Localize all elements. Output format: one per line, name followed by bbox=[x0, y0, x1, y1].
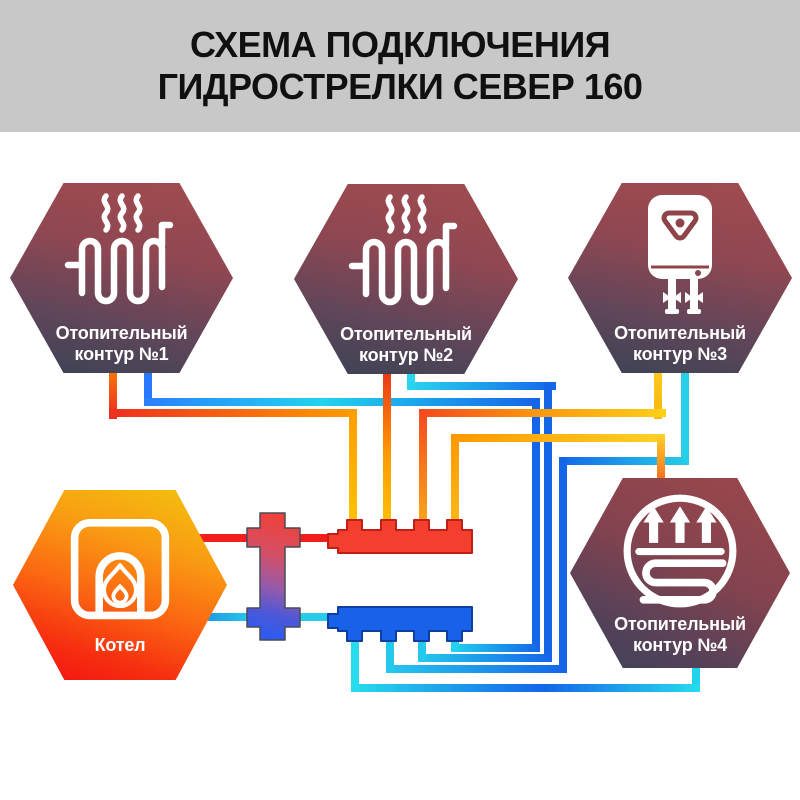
pipe-segment bbox=[351, 630, 359, 692]
pipe-segment bbox=[559, 457, 689, 465]
pipe-segment bbox=[681, 358, 689, 465]
node-label: Отопительный контур №1 bbox=[10, 323, 233, 365]
pipe-segment bbox=[109, 358, 117, 419]
node-circuit2: Отопительный контур №2 bbox=[294, 184, 518, 374]
pipe-segment bbox=[407, 358, 415, 390]
pipe-segment bbox=[654, 358, 662, 419]
node-label-line1: Отопительный bbox=[614, 614, 746, 634]
return-manifold-blue bbox=[327, 606, 473, 642]
underfloor-heating-icon bbox=[623, 494, 737, 608]
node-circuit4: Отопительный контур №4 bbox=[570, 478, 790, 668]
pipe-segment bbox=[559, 457, 567, 673]
water-heater-icon bbox=[648, 195, 712, 314]
pipe-boiler-return bbox=[190, 613, 333, 621]
pipe-circuit4-return bbox=[351, 630, 700, 692]
pipe-segment bbox=[190, 534, 254, 542]
supply-manifold-red bbox=[327, 519, 473, 554]
pipe-segment bbox=[451, 644, 540, 652]
radiator-icon bbox=[348, 194, 458, 306]
node-label-line2: контур №1 bbox=[74, 344, 169, 364]
node-circuit3: Отопительный контур №3 bbox=[568, 183, 792, 373]
pipe-circuit3-return bbox=[386, 358, 689, 673]
pipe-boiler-supply bbox=[190, 534, 333, 542]
title-banner: СХЕМА ПОДКЛЮЧЕНИЯ ГИДРОСТРЕЛКИ СЕВЕР 160 bbox=[0, 0, 800, 132]
pipe-segment bbox=[351, 684, 700, 692]
pipe-segment bbox=[109, 409, 357, 417]
pipe-segment bbox=[657, 434, 665, 494]
pipe-circuit3-supply bbox=[419, 358, 666, 530]
pipe-segment bbox=[293, 534, 333, 542]
node-label-line1: Отопительный bbox=[340, 324, 472, 344]
node-label-line2: контур №2 bbox=[359, 345, 453, 365]
radiator-icon bbox=[64, 193, 173, 305]
node-label: Отопительный контур №4 bbox=[570, 614, 790, 656]
pipe-segment bbox=[451, 434, 459, 530]
node-label: Отопительный контур №3 bbox=[568, 323, 792, 365]
pipe-circuit2-return bbox=[407, 358, 556, 662]
node-label-line2: контур №3 bbox=[633, 344, 727, 364]
node-label-line2: контур №4 bbox=[633, 635, 727, 655]
hydraulic-separator bbox=[246, 512, 301, 641]
pipe-segment bbox=[144, 398, 540, 406]
pipe-circuit1-supply bbox=[109, 358, 357, 530]
node-circuit1: Отопительный контур №1 bbox=[10, 183, 233, 373]
pipe-segment bbox=[544, 382, 552, 662]
pipe-segment bbox=[386, 665, 567, 673]
pipe-circuit2-supply bbox=[383, 358, 391, 530]
pipe-segment bbox=[419, 409, 666, 417]
pipe-segment bbox=[532, 398, 540, 652]
pipe-segment bbox=[349, 409, 357, 530]
pipe-segment bbox=[418, 630, 426, 662]
node-boiler: Котел bbox=[13, 490, 227, 680]
pipe-segment bbox=[144, 358, 152, 406]
pipe-circuit4-supply bbox=[451, 434, 665, 530]
pipe-segment bbox=[383, 358, 391, 530]
pipe-segment bbox=[451, 434, 665, 442]
pipe-segment bbox=[190, 613, 254, 621]
boiler-icon bbox=[70, 518, 170, 620]
pipe-segment bbox=[418, 654, 552, 662]
pipe-segment bbox=[386, 630, 394, 673]
pipe-segment bbox=[692, 650, 700, 692]
pipe-segment bbox=[419, 409, 427, 530]
node-label: Котел bbox=[13, 635, 227, 656]
pipe-segment bbox=[293, 613, 333, 621]
pipe-segment bbox=[407, 382, 556, 390]
title-line1: СХЕМА ПОДКЛЮЧЕНИЯ bbox=[189, 24, 611, 65]
node-label: Отопительный контур №2 bbox=[294, 324, 518, 366]
node-label-line1: Отопительный bbox=[614, 323, 746, 343]
node-label-line1: Отопительный bbox=[55, 323, 188, 343]
node-label-line1: Котел bbox=[94, 635, 146, 655]
title-line2: ГИДРОСТРЕЛКИ СЕВЕР 160 bbox=[157, 66, 643, 107]
